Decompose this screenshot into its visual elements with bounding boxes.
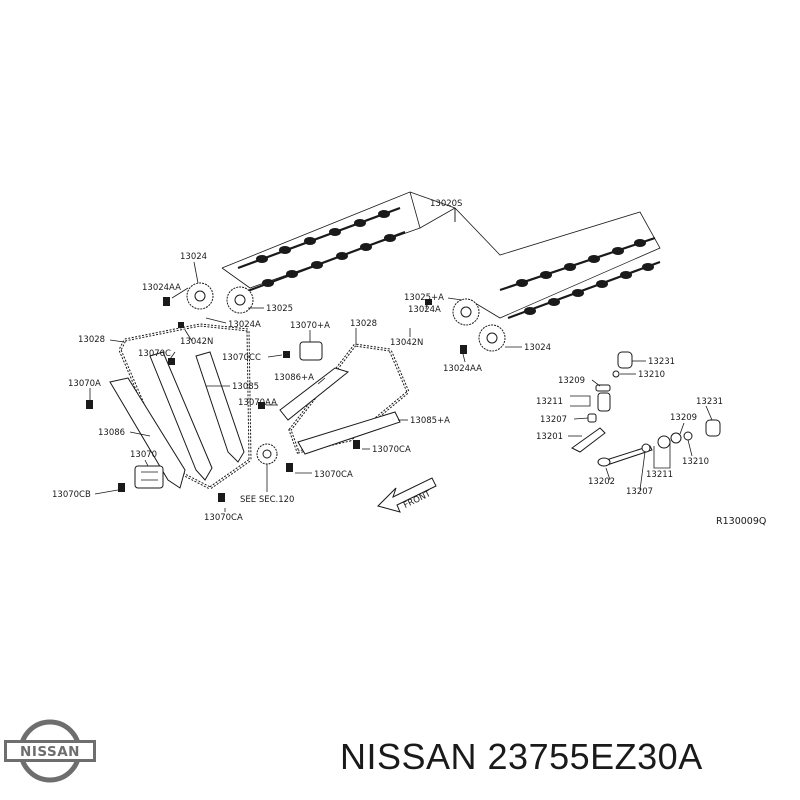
part-title: NISSAN 23755EZ30A	[340, 736, 703, 777]
sprocket-right-1	[452, 298, 480, 326]
timing-chain-left	[118, 323, 252, 490]
chain-guide-right-upper	[279, 367, 350, 421]
label-13231-right: 13231	[696, 397, 723, 407]
sprocket-crank	[256, 443, 278, 465]
camshaft-left-upper	[237, 206, 401, 270]
label-13070aa: 13070AA	[238, 398, 277, 408]
label-13211-bottom: 13211	[646, 470, 673, 480]
label-13070ca-bottom: 13070CA	[204, 513, 243, 523]
label-13070ca-mid: 13070CA	[372, 445, 411, 455]
label-13086-a: 13086+A	[274, 373, 314, 383]
label-13086: 13086	[98, 428, 125, 438]
tensioner-left	[134, 465, 164, 489]
label-13025-a: 13025+A	[404, 293, 444, 303]
sprocket-right-2	[478, 324, 506, 352]
diagram-code: R130009Q	[716, 516, 766, 527]
tensioner-right	[299, 341, 323, 361]
leader-lines	[89, 208, 713, 512]
camshaft-right-upper	[499, 236, 656, 292]
label-13024aa-right: 13024AA	[443, 364, 482, 374]
label-13042n-left: 13042N	[180, 337, 213, 347]
label-13210-right: 13210	[682, 457, 709, 467]
label-13028-left: 13028	[78, 335, 105, 345]
chain-guide-left-outer	[109, 377, 186, 489]
label-13085-a: 13085+A	[410, 416, 450, 426]
label-13207-bottom: 13207	[626, 487, 653, 497]
camshaft-right-lower	[507, 260, 661, 320]
label-13070: 13070	[130, 450, 157, 460]
label-13024-left: 13024	[180, 252, 207, 262]
label-13085: 13085	[232, 382, 259, 392]
front-arrow	[377, 477, 437, 513]
valve-train	[571, 351, 721, 467]
label-13028-mid: 13028	[350, 319, 377, 329]
label-13070-a-mid: 13070+A	[290, 321, 330, 331]
label-13209-left: 13209	[558, 376, 585, 386]
label-13025: 13025	[266, 304, 293, 314]
label-13024aa-left: 13024AA	[142, 283, 181, 293]
label-13042n-right: 13042N	[390, 338, 423, 348]
label-13070c: 13070C	[138, 349, 171, 359]
sprocket-left-1	[186, 282, 214, 310]
camshaft-left-lower	[244, 230, 406, 294]
label-13070cb: 13070CB	[52, 490, 91, 500]
label-13231-top: 13231	[648, 357, 675, 367]
label-13209-right: 13209	[670, 413, 697, 423]
nissan-logo: NISSAN	[4, 719, 96, 783]
label-13024a-left: 13024A	[228, 320, 261, 330]
bolts	[86, 297, 467, 502]
label-13070a-left: 13070A	[68, 379, 101, 389]
timing-chain-diagram: 13020S 13024 13024AA 13025 13024A 13042N…	[52, 191, 766, 527]
label-13211-left: 13211	[536, 397, 563, 407]
logo-text: NISSAN	[20, 744, 80, 760]
chain-guide-right-lower	[297, 411, 401, 455]
sprocket-left-2	[226, 286, 254, 314]
label-13024-right: 13024	[524, 343, 551, 353]
label-13020s: 13020S	[430, 199, 462, 209]
label-13210-top: 13210	[638, 370, 665, 380]
chain-guide-mid	[195, 351, 245, 463]
label-see-sec: SEE SEC.120	[240, 495, 294, 505]
timing-chain-right	[288, 343, 410, 454]
label-13201: 13201	[536, 432, 563, 442]
chain-guide-left-inner	[149, 351, 213, 481]
label-13207-left: 13207	[540, 415, 567, 425]
label-13070cc: 13070CC	[222, 353, 261, 363]
label-13070ca-low: 13070CA	[314, 470, 353, 480]
label-13202: 13202	[588, 477, 615, 487]
label-13024a-right: 13024A	[408, 305, 441, 315]
